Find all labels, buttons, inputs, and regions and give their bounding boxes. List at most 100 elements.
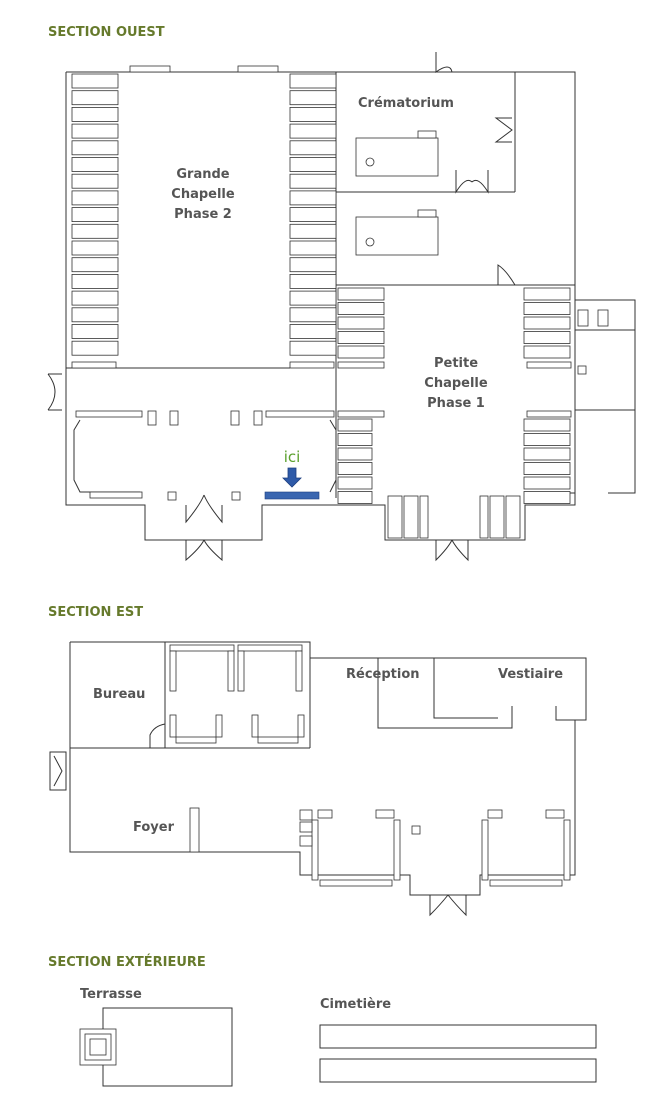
pew-petite-right-upper	[523, 287, 571, 301]
pew-petite-left-upper	[337, 316, 385, 330]
pillar-2	[169, 410, 179, 426]
pew-grande-right	[289, 257, 337, 273]
room-label-vestiaire: Vestiaire	[498, 667, 563, 682]
pew-petite-right-upper	[523, 331, 571, 344]
pew-petite-bottom-6	[505, 495, 521, 539]
furnace-2-vent	[417, 209, 437, 218]
pew-petite-bottom-3	[419, 495, 429, 539]
terrasse-table	[89, 1038, 107, 1056]
side-table	[299, 809, 313, 821]
bench-top-left	[129, 65, 171, 73]
pew-grande-right	[289, 290, 337, 306]
highlight-bench	[264, 491, 320, 500]
pillar-4	[253, 410, 263, 426]
pew-petite-left-lower	[337, 447, 373, 461]
room-label-petite-chapelle-3: Phase 1	[427, 396, 485, 411]
pew-grande-left	[71, 240, 119, 256]
pew-petite-left-upper	[337, 331, 385, 344]
room-label-grande-chapelle-3: Phase 2	[174, 207, 232, 222]
lounge-chair	[375, 809, 395, 819]
door-east-west	[49, 751, 67, 791]
east-inner-walls	[70, 642, 310, 749]
washroom-fixture-1	[577, 309, 589, 327]
pew-petite-right-lower	[523, 462, 571, 475]
pew-petite-right-lower	[523, 491, 571, 504]
pew-petite-bottom-2	[403, 495, 419, 539]
lounge-side	[311, 819, 319, 881]
pew-petite-left-lower	[337, 476, 373, 490]
side-table	[299, 821, 313, 833]
pew-grande-right	[289, 73, 337, 89]
room-label-cimetiere: Cimetière	[320, 997, 391, 1012]
west-section-plan: Crématorium Grande Chapelle Phase 2 Peti…	[47, 52, 636, 562]
cemetery-plot-1	[319, 1024, 597, 1049]
pew-petite-bottom-1	[387, 495, 403, 539]
pew-grande-left	[71, 223, 119, 239]
pew-grande-right	[289, 107, 337, 122]
lounge-chair	[487, 809, 503, 819]
furnace-2	[355, 216, 439, 256]
east-seating	[169, 644, 571, 887]
pew-grande-left	[71, 207, 119, 223]
pew-grande-right	[289, 340, 337, 356]
furnace-1	[355, 137, 439, 177]
pew-grande-left	[71, 73, 119, 89]
pew-petite-right-lower	[523, 433, 571, 446]
bench-left	[71, 361, 117, 369]
pew-grande-right	[289, 157, 337, 172]
furnace-2-door	[365, 237, 375, 247]
pew-petite-left-lower	[337, 418, 373, 432]
door-crematorium-3	[497, 264, 516, 286]
pew-petite-right-lower	[523, 447, 571, 461]
pillar-1	[147, 410, 157, 426]
arrow-down-icon	[282, 467, 302, 488]
crematorium-walls	[336, 72, 636, 494]
pew-grande-left	[71, 140, 119, 156]
pew-petite-bottom-4	[479, 495, 489, 539]
bench-petite-front-right	[526, 410, 572, 418]
door-grande-main	[185, 539, 223, 562]
lounge-bench	[169, 644, 235, 652]
pew-grande-left	[71, 307, 119, 323]
pew-petite-left-lower	[337, 433, 373, 446]
pew-grande-left	[71, 340, 119, 356]
room-label-crematorium: Crématorium	[358, 96, 454, 111]
door-petite-main	[435, 539, 469, 562]
lounge-side	[169, 714, 177, 738]
lounge-bench	[175, 736, 217, 744]
pew-grande-left	[71, 90, 119, 106]
room-label-reception: Réception	[346, 667, 420, 682]
bench-petite-right	[526, 361, 572, 369]
pew-grande-right	[289, 207, 337, 223]
lounge-side	[215, 714, 223, 738]
pew-grande-left	[71, 273, 119, 289]
lounge-side	[169, 650, 177, 692]
foyer-counter	[189, 807, 200, 853]
pew-petite-left-lower	[337, 491, 373, 504]
pew-petite-left-lower	[337, 462, 373, 475]
pew-grande-left	[71, 257, 119, 273]
pew-petite-right-upper	[523, 302, 571, 315]
pillar-6	[231, 491, 241, 501]
cemetery-plot-2	[319, 1058, 597, 1083]
west-pews	[71, 73, 572, 504]
pew-grande-right	[289, 273, 337, 289]
bench-petite-front-left	[337, 410, 385, 418]
reception-counter	[377, 658, 586, 729]
lounge-side	[563, 819, 571, 881]
bench-center	[289, 361, 335, 369]
pew-grande-right	[289, 307, 337, 323]
lounge-right-bench	[265, 410, 335, 418]
lounge-side	[297, 714, 305, 738]
door-crematorium	[494, 117, 513, 143]
pew-grande-left	[71, 157, 119, 172]
pew-petite-right-lower	[523, 418, 571, 432]
lounge-left-bench	[75, 410, 143, 418]
pew-grande-left	[71, 290, 119, 306]
pew-grande-right	[289, 324, 337, 339]
room-label-foyer: Foyer	[133, 820, 175, 835]
section-outdoor-title: SECTION EXTÉRIEURE	[48, 954, 206, 970]
pew-grande-left	[71, 107, 119, 122]
pew-petite-right-upper	[523, 316, 571, 330]
